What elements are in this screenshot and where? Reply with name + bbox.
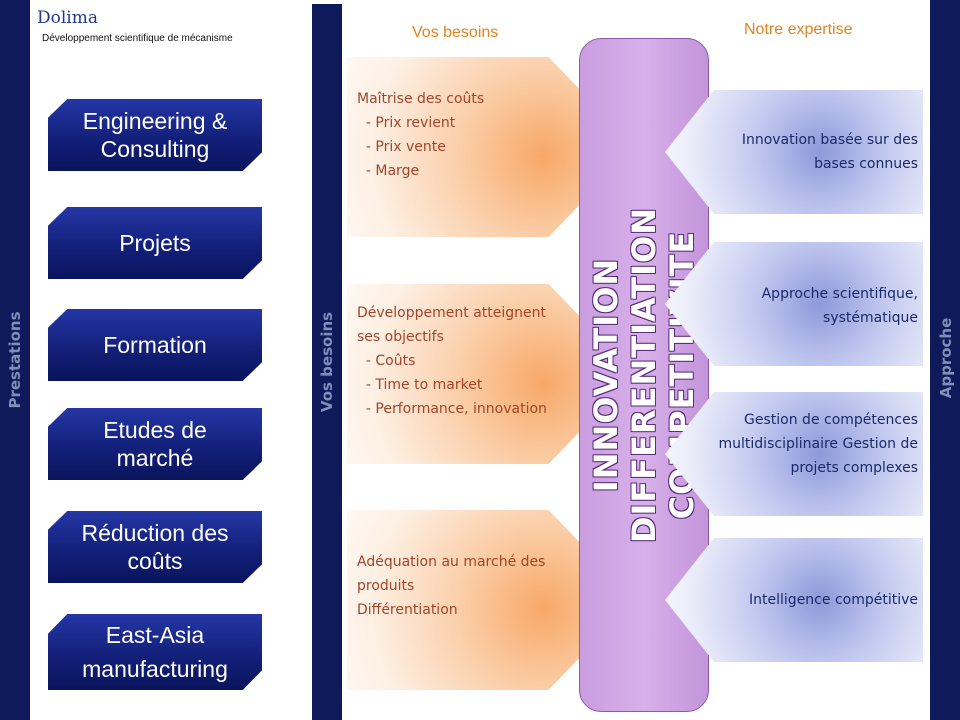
service-label: East-Asia manufacturing [64, 618, 246, 686]
service-east-asia-manufacturing[interactable]: East-Asia manufacturing [48, 614, 262, 690]
side-label-approche: Approche [937, 317, 955, 399]
expertise-text-approche: Approche scientifique, systématique [761, 286, 918, 326]
expertise-text-gestion: Gestion de compétences multidisciplinair… [718, 412, 918, 476]
needs-column-title: Vos besoins [412, 24, 499, 41]
expertise-text-innovation: Innovation basée sur des bases connues [741, 132, 918, 172]
need-text-development: Développement atteignent ses objectifs -… [357, 305, 547, 417]
service-etudes-de-marche[interactable]: Etudes de marché [48, 408, 262, 480]
service-engineering-consulting[interactable]: Engineering & Consulting [48, 99, 262, 171]
service-label-line2: manufacturing [82, 656, 228, 682]
expertise-box-approche [665, 242, 923, 366]
service-reduction-des-couts[interactable]: Réduction des coûts [48, 511, 262, 583]
service-label: Formation [103, 332, 207, 358]
service-label: Réduction des coûts [81, 520, 229, 574]
expertise-box-innovation [665, 90, 923, 214]
right-side-bar [930, 0, 960, 720]
expertise-box-gestion [665, 392, 923, 516]
middle-side-bar [312, 4, 342, 720]
left-side-bar [0, 0, 30, 720]
pillar-text-differentiation: DIFFERENTIATION [625, 206, 663, 544]
service-formation[interactable]: Formation [48, 309, 262, 381]
expertise-text-intelligence: Intelligence compétitive [749, 592, 918, 608]
service-label: Engineering & Consulting [82, 108, 228, 162]
pillar-text-innovation: INNOVATION [587, 257, 625, 493]
service-label: Etudes de marché [103, 417, 207, 471]
side-label-vos-besoins: Vos besoins [318, 311, 336, 413]
need-text-costs: Maîtrise des coûts - Prix revient - Prix… [357, 91, 485, 179]
service-label-line1: East-Asia [105, 622, 205, 648]
brand-tagline: Développement scientifique de mécanisme [42, 33, 233, 44]
side-label-prestations: Prestations [6, 311, 24, 409]
service-projets[interactable]: Projets [48, 207, 262, 279]
pillar-text-competitivite: COMPETITIVITE [663, 230, 701, 520]
brand-name: Dolima [37, 8, 98, 28]
service-label: Projets [119, 230, 191, 256]
expertise-box-intelligence [665, 538, 923, 662]
expertise-column-title: Notre expertise [744, 21, 853, 38]
need-text-market: Adéquation au marché des produits Différ… [357, 554, 546, 618]
